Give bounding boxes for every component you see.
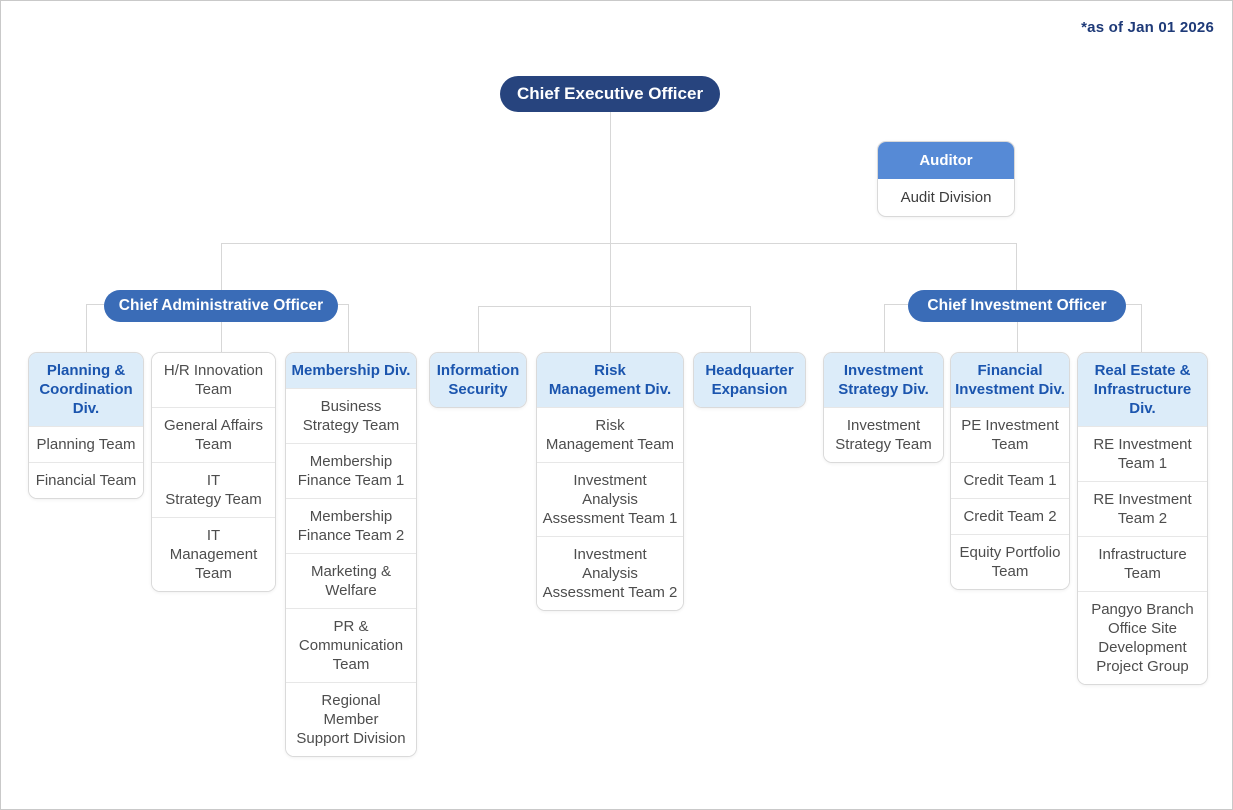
auditor-node: Auditor Audit Division (877, 141, 1015, 217)
auditor-title: Auditor (878, 142, 1014, 179)
team-cell: Investment Analysis Assessment Team 2 (537, 536, 683, 610)
division-header: Risk Management Div. (537, 353, 683, 407)
connector-mid-horizontal (478, 306, 750, 307)
team-cell: Credit Team 2 (951, 498, 1069, 534)
column-planning-coordination-div: Planning & Coordination Div. Planning Te… (28, 352, 144, 499)
ceo-node: Chief Executive Officer (500, 76, 720, 112)
team-cell: Pangyo Branch Office Site Development Pr… (1078, 591, 1207, 684)
team-cell: H/R Innovation Team (152, 353, 275, 407)
column-risk-management-div: Risk Management Div. Risk Management Tea… (536, 352, 684, 611)
connector-cao-down (221, 243, 222, 291)
team-cell: IT Management Team (152, 517, 275, 591)
division-header: Information Security (430, 353, 526, 407)
connector-invstrategy-down (884, 304, 885, 353)
audit-division-label: Audit Division (900, 189, 992, 206)
node-information-security: Information Security (429, 352, 527, 408)
column-financial-investment-div: Financial Investment Div. PE Investment … (950, 352, 1070, 590)
cio-node: Chief Investment Officer (908, 290, 1126, 322)
team-cell: IT Strategy Team (152, 462, 275, 517)
team-cell: Membership Finance Team 2 (286, 498, 416, 553)
connector-center-down (610, 243, 611, 353)
connector-ceo-down (610, 112, 611, 243)
team-cell: Regional Member Support Division (286, 682, 416, 756)
division-header: Planning & Coordination Div. (29, 353, 143, 426)
team-cell: PE Investment Team (951, 407, 1069, 462)
as-of-date-note: *as of Jan 01 2026 (1081, 19, 1214, 36)
team-cell: Investment Analysis Assessment Team 1 (537, 462, 683, 536)
team-cell: Marketing & Welfare (286, 553, 416, 608)
team-cell: Risk Management Team (537, 407, 683, 462)
connector-main-horizontal (221, 243, 1016, 244)
connector-membership-down (348, 304, 349, 353)
connector-hq-down (750, 306, 751, 353)
team-cell: General Affairs Team (152, 407, 275, 462)
team-cell: Investment Strategy Team (824, 407, 943, 462)
connector-hr-down (221, 322, 222, 353)
column-membership-div: Membership Div. Business Strategy Team M… (285, 352, 417, 757)
column-hr-it-teams: H/R Innovation Team General Affairs Team… (151, 352, 276, 592)
connector-fininvest-down (1017, 322, 1018, 353)
cao-node: Chief Administrative Officer (104, 290, 338, 322)
connector-planning-down (86, 304, 87, 353)
team-cell: Financial Team (29, 462, 143, 498)
column-real-estate-infrastructure-div: Real Estate & Infrastructure Div. RE Inv… (1077, 352, 1208, 685)
team-cell: Credit Team 1 (951, 462, 1069, 498)
division-header: Financial Investment Div. (951, 353, 1069, 407)
connector-infosec-down (478, 306, 479, 353)
team-cell: Business Strategy Team (286, 388, 416, 443)
node-headquarter-expansion: Headquarter Expansion (693, 352, 806, 408)
team-cell: Infrastructure Team (1078, 536, 1207, 591)
division-header: Real Estate & Infrastructure Div. (1078, 353, 1207, 426)
division-header: Investment Strategy Div. (824, 353, 943, 407)
team-cell: Membership Finance Team 1 (286, 443, 416, 498)
column-investment-strategy-div: Investment Strategy Div. Investment Stra… (823, 352, 944, 463)
team-cell: Planning Team (29, 426, 143, 462)
division-header: Headquarter Expansion (694, 353, 805, 407)
team-cell: PR & Communication Team (286, 608, 416, 682)
connector-realestate-down (1141, 304, 1142, 353)
team-cell: RE Investment Team 1 (1078, 426, 1207, 481)
team-cell: Equity Portfolio Team (951, 534, 1069, 589)
connector-cio-down (1016, 243, 1017, 291)
team-cell: RE Investment Team 2 (1078, 481, 1207, 536)
division-header: Membership Div. (286, 353, 416, 388)
